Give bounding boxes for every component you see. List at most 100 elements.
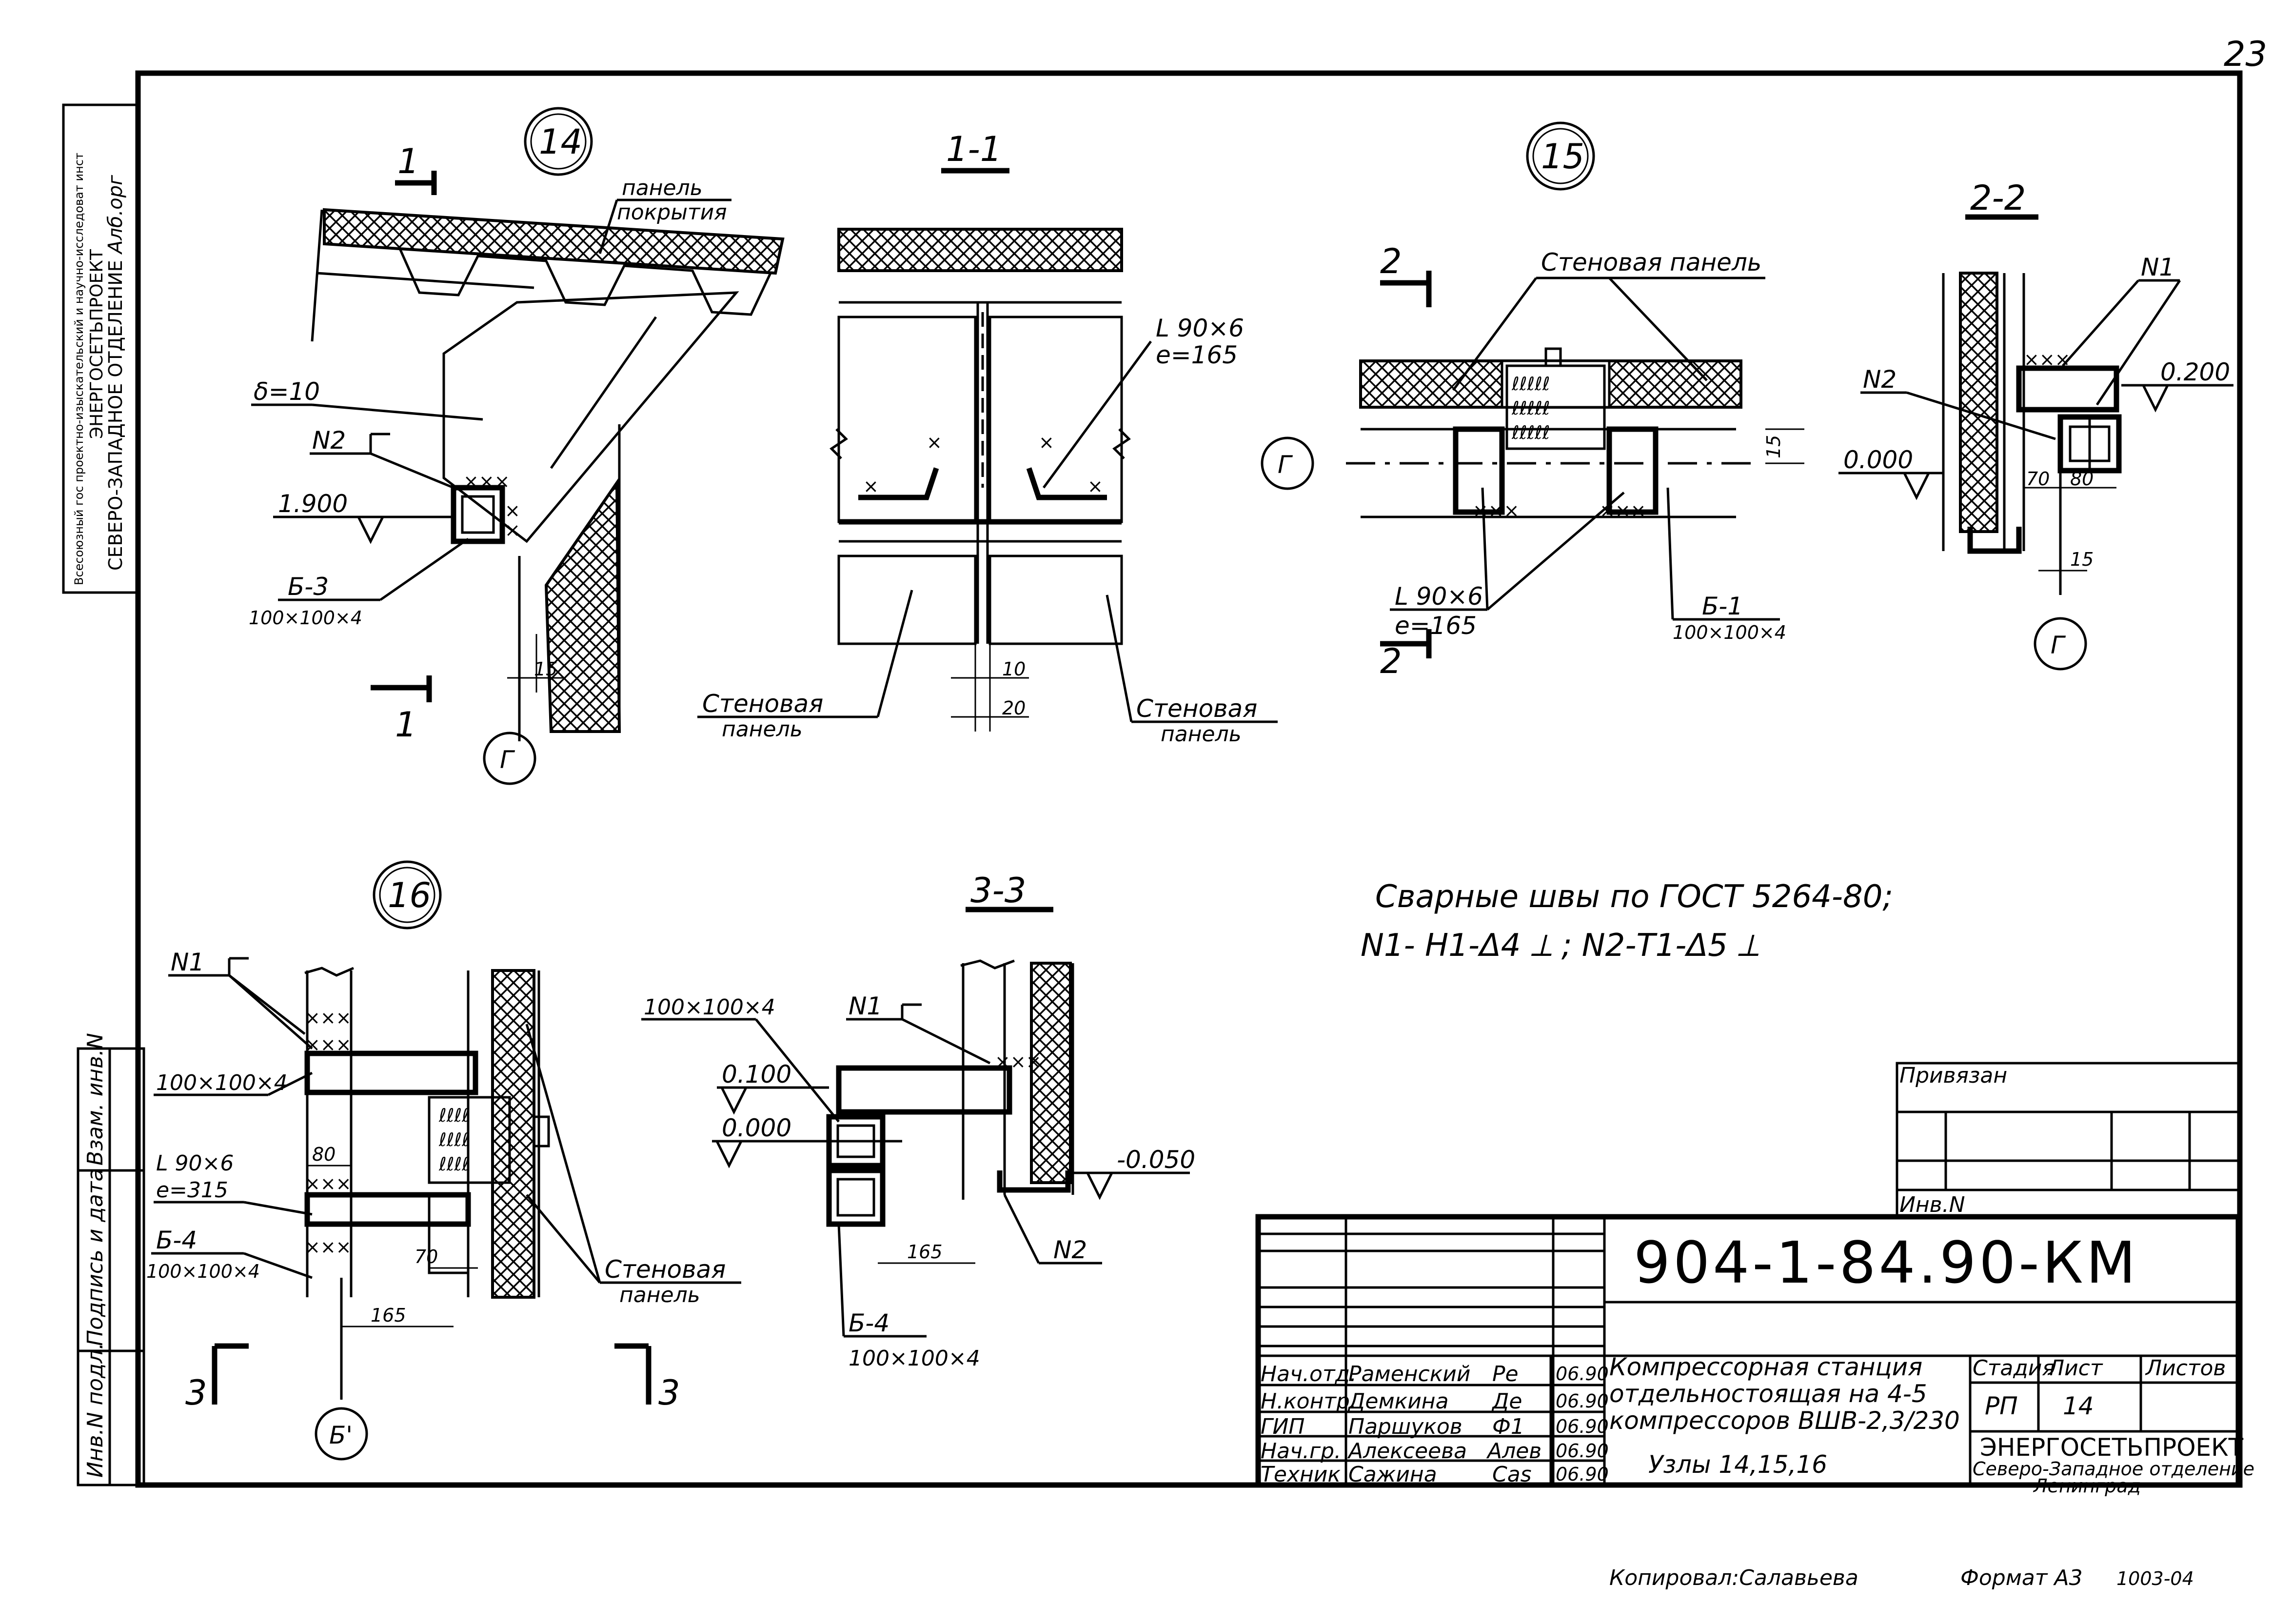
- node-14-marker: [524, 107, 593, 176]
- tb-sig-4: Сas: [1492, 1462, 1532, 1487]
- weld-notes: Сварные швы по ГОСТ 5264-80; N1- Н1-Δ4 ⟂…: [1361, 879, 1893, 964]
- tb-date-0: 06.90: [1556, 1363, 1609, 1385]
- tb-date-4: 06.90: [1556, 1464, 1609, 1485]
- cut-2-top: 2: [1380, 241, 1402, 281]
- cut-1-top: 1: [397, 141, 419, 181]
- tb-project-3: компрессоров ВШВ-2,3/230: [1609, 1406, 1960, 1435]
- node-15-label: 15: [1541, 137, 1584, 177]
- tb-date-3: 06.90: [1556, 1440, 1609, 1462]
- node16-wall-panel: [491, 969, 535, 1299]
- sec33-tube: 100×100×4: [644, 995, 775, 1020]
- tb-sheets-header: Листов: [2145, 1356, 2226, 1381]
- section-3-3-title: 3-3: [970, 871, 1026, 911]
- node16-beam-size: 100×100×4: [146, 1261, 260, 1282]
- title-block: Привязан Инв.N 904-1-84.90-КМ Компрессор…: [1255, 1062, 2254, 1497]
- sec22-elev-bot: 0.000: [1843, 446, 1913, 474]
- axis-g-sec22-label: Г: [2051, 631, 2066, 659]
- svg-text:×××: ×××: [2024, 349, 2071, 370]
- cut-2-bottom: 2: [1380, 641, 1402, 681]
- tb-role-2: ГИП: [1261, 1414, 1305, 1439]
- tb-sheet: 14: [2063, 1392, 2094, 1420]
- node-14-label: 14: [539, 122, 582, 162]
- tb-name-4: Сажина: [1348, 1462, 1437, 1487]
- section-1-1: 1-1 × × × × L 90×6 e=165 10: [697, 129, 1278, 747]
- section-1-1-title: 1-1: [946, 129, 1002, 169]
- svg-text:ℓℓℓℓℓ: ℓℓℓℓℓ: [1511, 397, 1550, 419]
- tb-name-3: Алексеева: [1347, 1439, 1467, 1464]
- tb-role-4: Техник: [1261, 1462, 1341, 1487]
- footer-copied: Копировал:Салавьева: [1609, 1565, 1858, 1590]
- node-15-marker: [1526, 121, 1595, 191]
- side-label-inv: Инв.N подл.: [83, 1343, 108, 1478]
- sec22-n2: N2: [1863, 365, 1897, 394]
- svg-text:×××: ×××: [1600, 500, 1646, 521]
- node15-dim-15: 15: [1763, 435, 1784, 458]
- svg-text:×: ×: [863, 475, 879, 497]
- axis-b-node16-label: Б': [329, 1421, 353, 1449]
- sec22-dim-70: 70: [2026, 468, 2050, 490]
- stamp-line2: ЭНЕРГОСЕТЬПРОЕКТ: [87, 249, 107, 439]
- sec11-dim-20: 20: [1002, 697, 1026, 719]
- svg-text:×××: ×××: [305, 1173, 352, 1194]
- sec22-wall-panel: [1959, 272, 1998, 533]
- svg-text:×: ×: [1039, 432, 1054, 453]
- side-table: Инв.N подл. Подпись и дата Взам. инв.N: [77, 1033, 145, 1486]
- axis-g-node15-label: Г: [1278, 451, 1293, 479]
- elevation-1900: 1.900: [278, 490, 348, 518]
- svg-text:×××: ×××: [1473, 500, 1520, 521]
- sec33-beam-label: Б-4: [849, 1309, 889, 1337]
- sec33-elev2: 0.000: [722, 1114, 791, 1142]
- tb-role-0: Нач.отд.: [1261, 1362, 1357, 1386]
- sec22-n1: N1: [2141, 253, 2174, 281]
- sec11-panel-right-2: панель: [1161, 722, 1242, 747]
- cut-3-left: 3: [185, 1373, 207, 1413]
- tb-sig-3: Алев: [1486, 1439, 1541, 1464]
- sec11-dim-10: 10: [1002, 658, 1026, 680]
- stamp-line1: Всесоюзный гос проектно-изыскательский и…: [72, 153, 86, 585]
- node-16: 16 ××× ××× ℓℓℓℓ ℓℓℓℓ ℓℓℓℓ ××× ××× N1 100…: [146, 860, 741, 1461]
- n2-label: N2: [312, 426, 346, 455]
- sec33-elev3: -0.050: [1117, 1146, 1195, 1174]
- node16-panel-2: панель: [619, 1283, 700, 1307]
- cut-1-bottom: 1: [395, 705, 417, 745]
- node15-angle-label: L 90×6: [1395, 582, 1483, 611]
- tube-b3: [451, 485, 505, 544]
- node16-dim-165: 165: [371, 1305, 406, 1326]
- roof-panel-label-1: панель: [622, 176, 703, 200]
- svg-text:ℓℓℓℓ: ℓℓℓℓ: [438, 1105, 470, 1126]
- gusset-plate: [442, 291, 739, 543]
- org-stamp: Всесоюзный гос проектно-изыскательский и…: [62, 103, 138, 594]
- tb-code: 904-1-84.90-КМ: [1634, 1229, 2138, 1296]
- sec11-panel-right-1: Стеновая: [1136, 694, 1257, 723]
- tb-org-2: Северо-Западное отделение: [1973, 1458, 2254, 1480]
- svg-text:×××: ×××: [305, 1236, 352, 1258]
- tb-project-2: отдельностоящая на 4-5: [1609, 1380, 1927, 1408]
- roof-panel: [323, 208, 785, 275]
- svg-text:×: ×: [505, 500, 520, 521]
- svg-text:×: ×: [505, 519, 520, 541]
- axis-g-sec22: [2034, 617, 2087, 671]
- tb-date-2: 06.90: [1556, 1416, 1609, 1437]
- sec11-angle-e: e=165: [1156, 341, 1238, 369]
- sec11-panel-left-1: Стеновая: [702, 690, 823, 718]
- tb-name-2: Паршуков: [1348, 1414, 1462, 1439]
- svg-text:×: ×: [1087, 475, 1103, 497]
- delta-label: δ=10: [254, 377, 320, 406]
- footer-code: 1003-04: [2116, 1568, 2194, 1589]
- tb-sheet-header: Лист: [2047, 1356, 2103, 1381]
- node-16-label: 16: [388, 875, 431, 915]
- tb-privyazan: Привязан: [1899, 1063, 2007, 1088]
- side-label-replace: Взам. инв.N: [83, 1033, 108, 1166]
- tb-stage-header: Стадия: [1973, 1356, 2055, 1381]
- axis-b-node16: [315, 1407, 368, 1461]
- sec11-roof-panel: [837, 228, 1123, 272]
- svg-text:×××: ×××: [305, 1034, 352, 1055]
- tb-project-1: Компрессорная станция: [1609, 1353, 1922, 1381]
- side-label-sign: Подпись и дата: [83, 1168, 108, 1346]
- node16-dim-70: 70: [415, 1246, 438, 1268]
- tb-role-1: Н.контр.: [1261, 1389, 1357, 1414]
- tb-org-3: Ленинград: [2033, 1475, 2141, 1497]
- sec11-panel-left-2: панель: [722, 717, 803, 742]
- sec22-elev-top: 0.200: [2160, 358, 2230, 386]
